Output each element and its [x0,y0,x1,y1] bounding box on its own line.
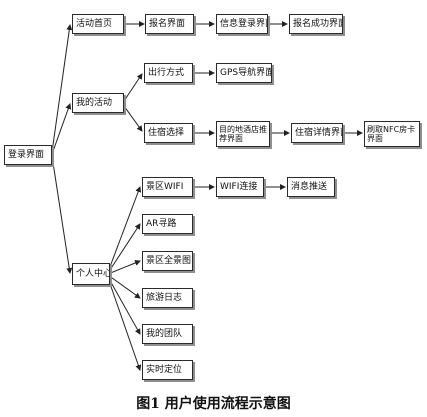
node-panorama-label: 景区全景图 [146,255,192,266]
node-center-label: 个人中心 [76,268,110,279]
node-wifi: 景区WIFI [142,177,193,197]
node-info-login: 信息登录界面 [216,14,268,34]
node-map-hotel-label: 目的地酒店推荐界面 [219,125,267,143]
node-login-label: 登录界面 [8,149,45,160]
node-push-label: 消息推送 [291,181,328,192]
node-push: 消息推送 [287,177,335,197]
edge-login-mine [51,103,72,155]
edge-center-log [107,274,141,299]
node-wifi-conn: WIFI连接 [216,177,264,197]
node-panorama: 景区全景图 [142,251,193,271]
node-locate-label: 实时定位 [146,364,183,375]
node-nfc-label: 刷取NFC房卡界面 [367,125,416,143]
node-info-login-label: 信息登录界面 [220,18,267,29]
node-log-label: 旅游日志 [146,292,183,303]
node-login: 登录界面 [4,145,52,165]
node-wifi-label: 景区WIFI [146,181,184,192]
node-wifi-conn-label: WIFI连接 [220,181,258,192]
node-stay-label: 住宿选择 [148,127,185,138]
node-ar-label: AR寻路 [146,218,177,229]
edge-mine-travel [123,73,143,102]
node-signup-label: 报名界面 [149,18,186,29]
node-home-label: 活动首页 [76,18,113,29]
node-gps-label: GPS导航界面 [220,67,272,78]
node-nfc: 刷取NFC房卡界面 [364,121,420,147]
node-log: 旅游日志 [142,288,193,308]
node-hotel-detail: 住宿详情界面 [291,123,343,143]
node-ar: AR寻路 [142,214,193,234]
edge-center-locate [107,277,142,371]
edge-center-panorama [107,260,141,275]
edge-login-home [51,24,73,153]
node-travel-label: 出行方式 [148,67,185,78]
edge-mine-stay [123,105,143,132]
edge-center-wifi [107,186,142,273]
node-team: 我的团队 [142,324,193,344]
edge-login-center [51,155,73,274]
node-home: 活动首页 [72,14,124,34]
edge-center-team [107,276,141,335]
node-signup-ok: 报名成功界面 [289,14,343,34]
edge-center-ar [107,223,141,274]
node-stay: 住宿选择 [144,123,193,143]
node-locate: 实时定位 [142,360,193,380]
node-signup-ok-label: 报名成功界面 [293,18,343,29]
node-mine: 我的活动 [72,93,124,113]
node-team-label: 我的团队 [146,328,183,339]
node-map-hotel: 目的地酒店推荐界面 [216,121,270,147]
node-hotel-detail-label: 住宿详情界面 [295,127,342,138]
figure-caption: 图1 用户使用流程示意图 [136,396,291,412]
node-mine-label: 我的活动 [76,97,113,108]
node-signup: 报名界面 [145,14,194,34]
node-travel: 出行方式 [144,63,193,83]
node-gps: GPS导航界面 [216,63,272,83]
node-center: 个人中心 [72,263,110,285]
